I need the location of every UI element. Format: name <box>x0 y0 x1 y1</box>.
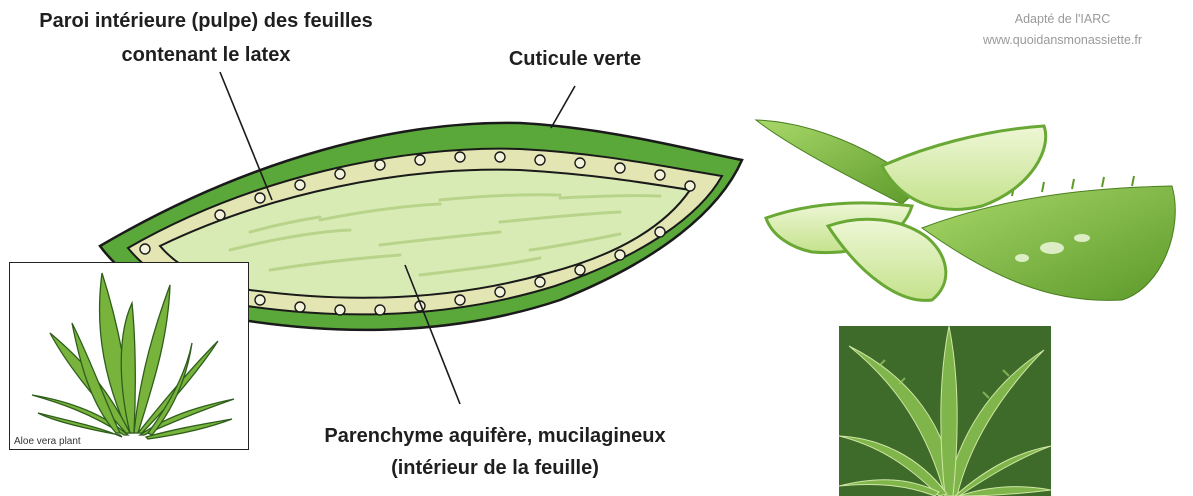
aloe-plant-photo <box>839 326 1051 496</box>
leader-line-cuticule <box>551 86 575 128</box>
aloe-plant-inset: Aloe vera plant <box>9 262 249 450</box>
aloe-plant-drawing <box>10 263 248 449</box>
plant-caption: Aloe vera plant <box>14 436 81 447</box>
aloe-leaves-photo <box>752 108 1192 318</box>
